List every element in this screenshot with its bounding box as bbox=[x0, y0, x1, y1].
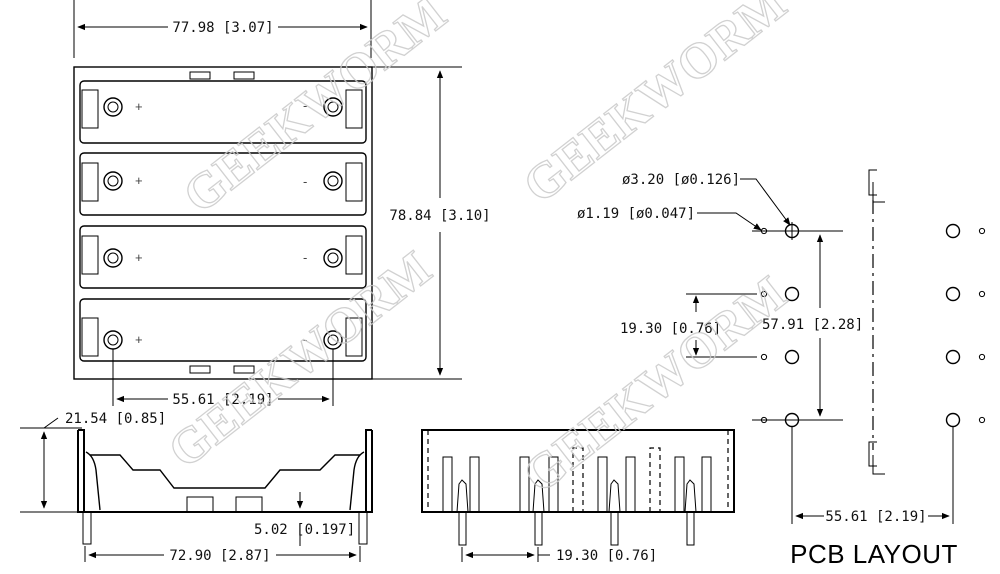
slot bbox=[674, 456, 685, 512]
plus-sign: + bbox=[135, 250, 143, 265]
large-hole bbox=[945, 286, 961, 302]
large-hole bbox=[784, 412, 800, 428]
slot bbox=[572, 447, 584, 512]
minus-sign: - bbox=[303, 98, 307, 113]
pin bbox=[532, 479, 545, 546]
pcb-total-dimension: 57.91 [2.28] bbox=[762, 317, 863, 333]
slot bbox=[469, 456, 480, 512]
large-hole bbox=[945, 349, 961, 365]
large-hole bbox=[945, 223, 961, 239]
watermark-layer: GEEKWORM GEEKWORM GEEKWORM GEEKWORM bbox=[157, 0, 797, 504]
large-hole bbox=[784, 349, 800, 365]
spring-contact bbox=[349, 451, 365, 511]
front-body bbox=[421, 429, 735, 513]
small-hole bbox=[978, 416, 986, 424]
tab bbox=[189, 71, 211, 80]
small-hole-dimension: ø1.19 [ø0.047] bbox=[577, 206, 695, 222]
leader-line bbox=[740, 178, 791, 226]
large-hole bbox=[945, 412, 961, 428]
leader-line bbox=[697, 212, 762, 231]
tab bbox=[189, 365, 211, 374]
top-height-dimension: 78.84 [3.10] bbox=[389, 208, 490, 224]
battery-slot-3 bbox=[79, 225, 367, 289]
centerline-symbol bbox=[868, 441, 885, 475]
small-hole bbox=[760, 353, 768, 361]
front-view: 19.30 [0.76] bbox=[421, 429, 735, 564]
pcb-spacing-dimension: 55.61 [2.19] bbox=[825, 509, 926, 525]
pcb-layout: ø3.20 [ø0.126] ø1.19 [ø0.047] bbox=[577, 169, 986, 569]
minus-sign: - bbox=[303, 332, 307, 347]
side-view: 21.54 [0.85] 5.02 [0.197] 72.90 [2.87] bbox=[20, 411, 373, 564]
pin bbox=[608, 479, 621, 546]
slot bbox=[625, 456, 636, 512]
small-hole bbox=[978, 227, 986, 235]
small-hole bbox=[760, 290, 768, 298]
top-view: 77.98 [3.07] bbox=[73, 0, 491, 408]
slot bbox=[442, 456, 453, 512]
top-width-dimension: 77.98 [3.07] bbox=[172, 20, 273, 36]
tab bbox=[235, 496, 263, 513]
side-body bbox=[77, 429, 373, 513]
battery-slot-1 bbox=[79, 80, 367, 144]
pcb-pitch-dimension: 19.30 [0.76] bbox=[620, 321, 721, 337]
front-pitch-dimension: 19.30 [0.76] bbox=[556, 548, 657, 564]
large-hole bbox=[784, 286, 800, 302]
battery-slot-4 bbox=[79, 298, 367, 362]
side-pin-length-dimension: 5.02 [0.197] bbox=[254, 522, 355, 538]
top-pin-spacing-dimension: 55.61 [2.19] bbox=[172, 392, 273, 408]
slot bbox=[649, 447, 661, 512]
slot bbox=[597, 456, 608, 512]
side-height-dimension: 21.54 [0.85] bbox=[65, 411, 166, 427]
watermark: GEEKWORM bbox=[157, 240, 441, 479]
small-hole bbox=[760, 227, 768, 235]
big-hole-dimension: ø3.20 [ø0.126] bbox=[622, 172, 740, 188]
battery-slot-2 bbox=[79, 152, 367, 216]
minus-sign: - bbox=[303, 250, 307, 265]
side-profile bbox=[90, 454, 360, 489]
plus-sign: + bbox=[135, 332, 143, 347]
tab bbox=[233, 365, 255, 374]
pcb-layout-title: PCB LAYOUT bbox=[790, 539, 958, 569]
small-hole bbox=[760, 416, 768, 424]
plus-sign: + bbox=[135, 173, 143, 188]
slot bbox=[519, 456, 530, 512]
tab bbox=[186, 496, 214, 513]
watermark: GEEKWORM bbox=[512, 265, 796, 504]
side-width-dimension: 72.90 [2.87] bbox=[169, 548, 270, 564]
spring-contact bbox=[85, 451, 101, 511]
centerline-symbol bbox=[868, 169, 885, 203]
minus-sign: - bbox=[303, 174, 307, 189]
pin bbox=[456, 479, 469, 546]
small-hole bbox=[978, 353, 986, 361]
tab bbox=[233, 71, 255, 80]
pin bbox=[82, 511, 92, 545]
slot bbox=[548, 456, 559, 512]
plus-sign: + bbox=[135, 99, 143, 114]
leader-line bbox=[43, 417, 59, 429]
small-hole bbox=[978, 290, 986, 298]
holder-outline bbox=[73, 66, 373, 380]
slot bbox=[701, 456, 712, 512]
pin bbox=[684, 479, 697, 546]
pin bbox=[358, 511, 368, 545]
